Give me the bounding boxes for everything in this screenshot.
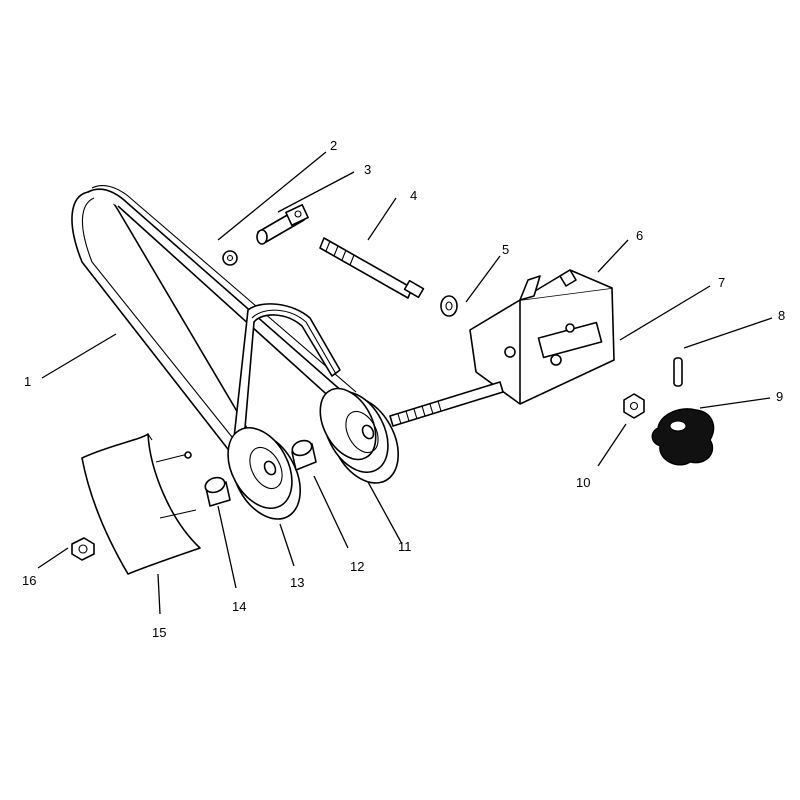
washer-5 [440, 295, 458, 317]
pulley-11 [319, 387, 399, 484]
callout-9: 9 [776, 389, 783, 404]
callout-15: 15 [152, 625, 166, 640]
callout-2: 2 [330, 138, 337, 153]
leader-lines [37, 151, 773, 615]
bracket-housing [469, 269, 615, 405]
callout-12: 12 [350, 559, 364, 574]
callout-4: 4 [410, 188, 417, 203]
callout-6: 6 [636, 228, 643, 243]
nut-10 [623, 393, 645, 419]
callout-16: 16 [22, 573, 36, 588]
e-clip [222, 250, 238, 266]
callout-5: 5 [502, 242, 509, 257]
callout-14: 14 [232, 599, 246, 614]
callout-11: 11 [398, 539, 412, 554]
drive-belt-large [71, 185, 357, 471]
spacer-14 [204, 476, 231, 507]
callout-labels: 1 2 3 4 5 6 7 8 9 10 11 12 13 14 15 16 [22, 138, 785, 640]
callout-7: 7 [718, 275, 725, 290]
threaded-rod [319, 237, 425, 299]
callout-8: 8 [778, 308, 785, 323]
callout-3: 3 [364, 162, 371, 177]
callout-10: 10 [576, 475, 590, 490]
callout-13: 13 [290, 575, 304, 590]
callout-1: 1 [24, 374, 31, 389]
threaded-shaft [389, 381, 504, 427]
pulley-13 [227, 427, 301, 520]
roll-pin [673, 357, 683, 387]
clevis-fitting [256, 204, 309, 245]
belt-guard [81, 433, 201, 575]
knob [651, 408, 715, 466]
nut-16 [71, 537, 95, 561]
drive-belt-small [233, 303, 341, 441]
spacer-12 [291, 439, 317, 471]
